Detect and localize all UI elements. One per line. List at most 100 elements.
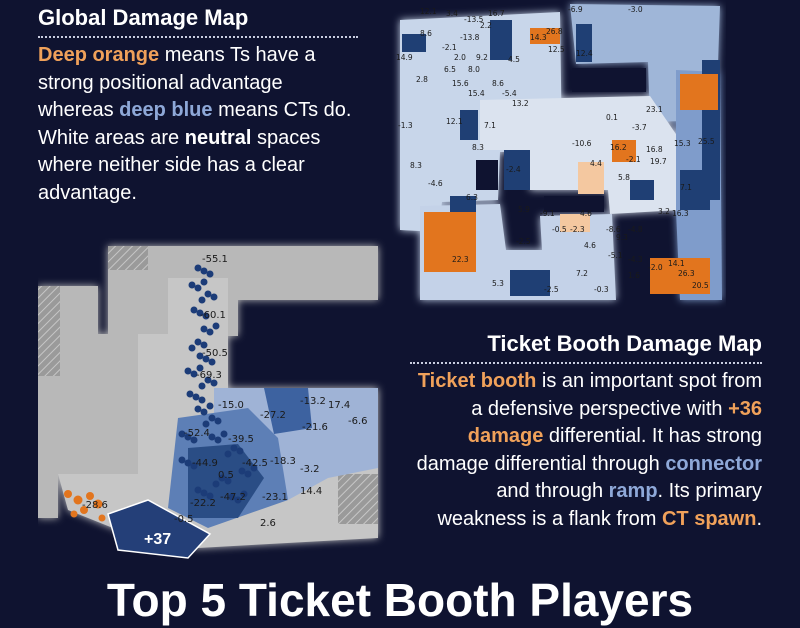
map-point bbox=[64, 490, 72, 498]
ticket-booth-marker-label: +37 bbox=[144, 531, 171, 548]
map-point bbox=[200, 489, 208, 497]
map-point bbox=[224, 450, 232, 458]
global-map-value: 23.1 bbox=[646, 105, 663, 114]
dotted-divider bbox=[410, 362, 762, 364]
booth-map-value: -52.4 bbox=[184, 428, 210, 439]
map-region bbox=[264, 388, 312, 434]
text-segment: . Its primary weakness is a flank from bbox=[437, 480, 762, 530]
ct-kill-points bbox=[178, 264, 258, 504]
map-point bbox=[70, 510, 78, 518]
booth-map-value: -27.2 bbox=[260, 410, 286, 421]
map-point bbox=[250, 464, 258, 472]
map-point bbox=[204, 376, 212, 384]
map-point bbox=[206, 270, 214, 278]
map-point bbox=[208, 414, 216, 422]
global-map-value: 16.3 bbox=[672, 209, 689, 218]
global-map-value: 2.8 bbox=[416, 75, 428, 84]
global-map-value: 7.1 bbox=[680, 183, 692, 192]
text-segment: . bbox=[756, 507, 762, 530]
light-orange-patches bbox=[560, 162, 604, 232]
map-point bbox=[200, 408, 208, 416]
map-point bbox=[206, 492, 214, 500]
booth-map-value: -0.5 bbox=[174, 514, 194, 525]
global-map-value: 19.7 bbox=[650, 157, 667, 166]
text-segment: spaces where neither side has a clear ad… bbox=[38, 126, 321, 204]
global-map-value: -13.5 bbox=[464, 15, 484, 24]
map-region bbox=[530, 28, 560, 44]
highlight-connector: connector bbox=[665, 452, 762, 475]
map-region bbox=[38, 286, 138, 518]
map-point bbox=[86, 492, 94, 500]
map-point bbox=[188, 281, 196, 289]
global-map-value: -3.7 bbox=[632, 123, 647, 132]
dotted-divider bbox=[38, 36, 358, 38]
global-damage-map-text: Global Damage Map Deep orange means Ts h… bbox=[38, 4, 358, 207]
booth-heat-regions bbox=[168, 388, 378, 528]
booth-map-value: -23.1 bbox=[262, 492, 288, 503]
global-map-value: 12.1 bbox=[420, 7, 437, 16]
map-region bbox=[402, 34, 426, 52]
highlight-deep-orange: Deep orange bbox=[38, 44, 160, 66]
top-players-title: Top 5 Ticket Booth Players bbox=[106, 574, 694, 626]
map-point bbox=[202, 355, 210, 363]
map-region bbox=[490, 20, 512, 60]
map-point bbox=[220, 430, 228, 438]
highlight-ticket-booth: Ticket booth bbox=[417, 370, 537, 392]
map-region bbox=[510, 270, 550, 296]
map-point bbox=[214, 436, 222, 444]
highlight-ramp: ramp bbox=[608, 480, 658, 502]
ticket-booth-t-points bbox=[64, 490, 106, 522]
hatched-wall bbox=[338, 474, 378, 524]
global-map-value: 14.3 bbox=[530, 33, 547, 42]
global-map-value: -6.9 bbox=[568, 5, 583, 14]
map-point bbox=[194, 486, 202, 494]
global-map-value: 16.8 bbox=[646, 145, 663, 154]
booth-map-value: -50.5 bbox=[202, 348, 228, 359]
map-point bbox=[238, 467, 246, 475]
global-map-value: 5.8 bbox=[618, 173, 630, 182]
ticket-booth-marker bbox=[107, 499, 212, 559]
booth-map-value: -39.5 bbox=[228, 434, 254, 445]
map-point bbox=[208, 433, 216, 441]
map-point bbox=[184, 459, 192, 467]
global-map-value: 12.5 bbox=[548, 45, 565, 54]
global-map-value: -4.8 bbox=[628, 225, 643, 234]
map-point bbox=[198, 382, 206, 390]
map-region bbox=[108, 246, 378, 336]
booth-map-value: -6.6 bbox=[348, 416, 368, 427]
map-point bbox=[192, 393, 200, 401]
booth-map-value: -22.2 bbox=[190, 498, 216, 509]
highlight-deep-blue: deep blue bbox=[119, 99, 213, 121]
global-map-value: 6.3 bbox=[466, 193, 478, 202]
booth-map-value: -60.1 bbox=[200, 310, 226, 321]
map-point bbox=[184, 433, 192, 441]
map-point bbox=[194, 284, 202, 292]
map-point bbox=[194, 264, 202, 272]
map-point bbox=[184, 367, 192, 375]
global-map-value: 7.1 bbox=[484, 121, 496, 130]
map-point bbox=[190, 370, 198, 378]
map-region bbox=[560, 214, 590, 232]
map-point bbox=[198, 296, 206, 304]
map-region bbox=[460, 110, 478, 140]
map-point bbox=[198, 396, 206, 404]
map-point bbox=[178, 456, 186, 464]
map-point bbox=[206, 402, 214, 410]
global-map-value: 8.3 bbox=[410, 161, 422, 170]
global-map-value: 15.3 bbox=[674, 139, 691, 148]
global-map-value: -2.1 bbox=[442, 43, 457, 52]
booth-map-value: -42.5 bbox=[242, 458, 268, 469]
booth-map-value: -21.6 bbox=[302, 422, 328, 433]
booth-map-value: -18.3 bbox=[270, 456, 296, 467]
map-point bbox=[93, 499, 103, 509]
map-point bbox=[200, 267, 208, 275]
ticket-booth-map-text: Ticket Booth Damage Map Ticket booth is … bbox=[410, 330, 762, 533]
map-region bbox=[504, 150, 530, 190]
map-region bbox=[576, 24, 592, 62]
map-void bbox=[572, 68, 646, 92]
global-map-value: 26.8 bbox=[546, 27, 563, 36]
